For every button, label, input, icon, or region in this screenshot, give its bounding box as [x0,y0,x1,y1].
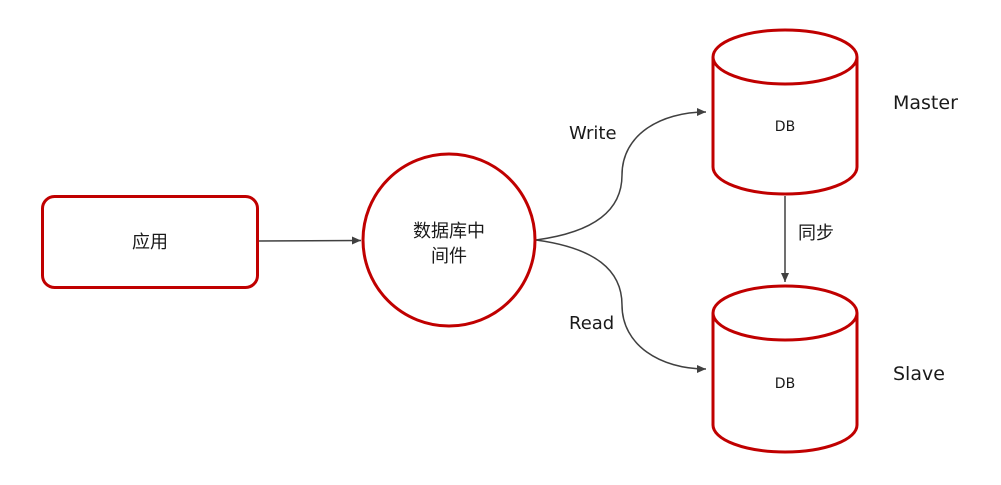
read-label: Read [569,313,614,334]
master-role-label: Master [893,92,958,114]
app-node-label: 应用 [132,232,168,253]
master-db-cylinder [711,28,859,196]
slave-db-cylinder [711,284,859,454]
master-db-top [711,28,859,86]
middleware-node-label-line1: 数据库中 [413,221,485,242]
master-db-label: DB [775,119,795,135]
slave-role-label: Slave [893,363,945,385]
sync-label: 同步 [798,223,834,244]
master-db-body [711,57,859,196]
edge-read [535,239,707,373]
app-node [41,195,259,289]
middleware-node [361,152,537,328]
slave-db-label: DB [775,376,795,392]
write-label: Write [569,123,617,144]
slave-db-top [711,284,859,342]
edge-write [535,108,707,241]
middleware-node-label-line2: 间件 [431,246,467,267]
slave-db-body [711,313,859,454]
edge-app-to-middleware [257,236,362,245]
